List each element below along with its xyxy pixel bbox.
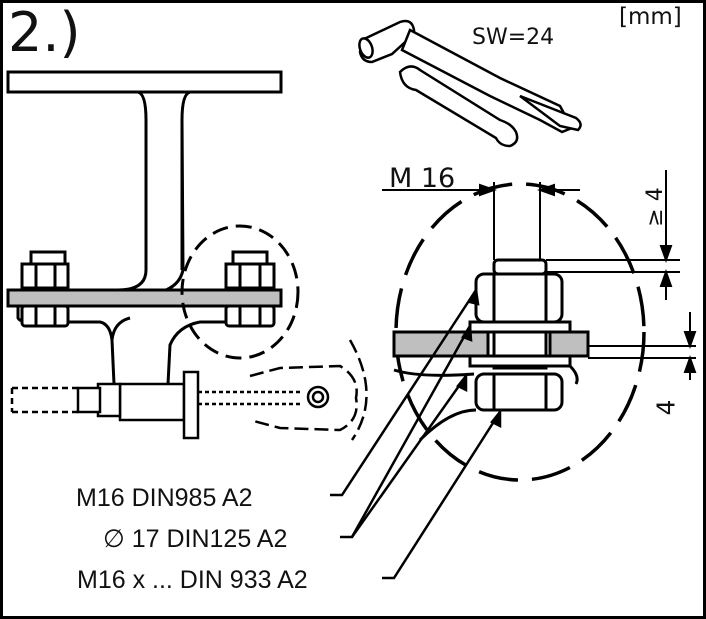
thread-dimension [382,182,580,260]
i-beam [6,70,283,293]
detail-circle-small [180,224,300,360]
bolt-left [20,250,70,328]
min-protrusion-label: ≥ 4 [643,187,668,227]
height-dimensions [546,170,697,380]
part-label-lock-nut: M16 DIN985 A2 [76,484,253,512]
part-label-washer: ∅ 17 DIN125 A2 [103,525,288,553]
part-label-bolt: M16 x ... DIN 933 A2 [77,566,308,594]
clamp-plate [6,288,283,308]
bolt-right [224,250,276,328]
leader-lines [330,285,502,580]
unit-label: [mm] [619,4,682,30]
wrench-size-label: SW=24 [472,25,555,50]
detail-circle-large [394,182,646,482]
step-number: 2.) [8,1,81,64]
detail-bolt [392,258,590,442]
plate-gap-label: 4 [651,399,681,416]
thread-size-label: M 16 [389,163,456,194]
ratchet-icon [358,19,582,134]
spanner-icon [398,65,519,148]
wrench-tool-side [10,339,368,441]
